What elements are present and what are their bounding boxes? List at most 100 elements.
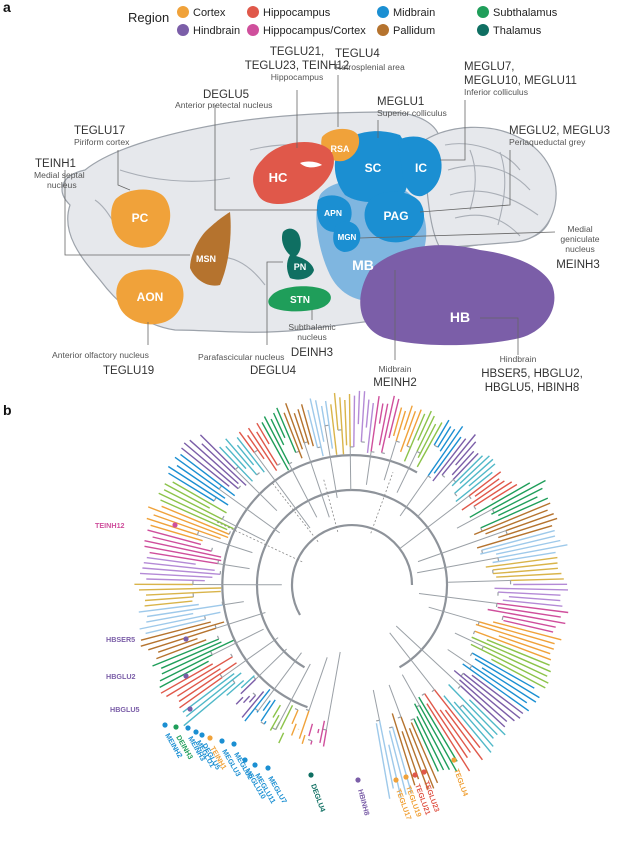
tree-branch xyxy=(503,619,554,633)
tree-branch xyxy=(204,615,206,620)
tree-branch xyxy=(248,694,257,703)
tree-branch xyxy=(454,632,484,647)
tree-branch xyxy=(138,603,199,613)
tree-branch xyxy=(297,409,310,445)
tree-branch xyxy=(454,493,458,497)
tree-branch xyxy=(395,410,407,442)
tree-branch xyxy=(441,434,476,476)
tree-branch xyxy=(139,611,221,630)
tree-branch xyxy=(145,590,221,596)
tree-branch xyxy=(240,678,257,695)
tree-branch xyxy=(278,732,285,744)
legend-label: Cortex xyxy=(193,7,226,19)
tree-branch xyxy=(396,440,400,443)
tree-branch xyxy=(295,450,300,454)
tree-branch xyxy=(148,627,217,651)
ann-ic-codes-1: MEGLU7, xyxy=(464,61,515,73)
legend-swatch xyxy=(177,6,189,18)
tree-branch xyxy=(454,458,494,494)
tree-branch xyxy=(240,675,255,689)
tree-branch xyxy=(221,601,224,605)
tree-branch xyxy=(378,403,389,446)
tree-branch xyxy=(497,606,561,618)
ann-stn-desc-1: Subthalamic xyxy=(288,322,336,332)
tree-tip-label: DEGLU4 xyxy=(309,783,327,813)
tree-branch xyxy=(294,708,299,711)
tree-branch xyxy=(469,482,531,518)
tree-branch xyxy=(178,662,237,703)
region-pn xyxy=(281,228,314,280)
tree-branch xyxy=(491,508,495,513)
tree-branch xyxy=(272,412,286,439)
tree-branch xyxy=(460,685,506,728)
tree-branch xyxy=(462,672,521,719)
tree-branch xyxy=(147,529,202,546)
tree-branch xyxy=(485,556,558,568)
ann-aon-desc: Anterior olfactory nucleus xyxy=(52,350,149,360)
tree-branch xyxy=(497,544,568,559)
tree-branch xyxy=(473,505,477,510)
tree-branch xyxy=(444,709,483,761)
tree-branch xyxy=(232,679,236,684)
tree-guide xyxy=(370,472,394,534)
tree-branch xyxy=(495,539,561,555)
region-hc xyxy=(253,141,334,205)
tree-branch xyxy=(457,685,462,689)
tree-branch xyxy=(481,529,555,551)
cerebellum-fold xyxy=(444,143,521,171)
leader-pc xyxy=(117,150,131,191)
tree-branch xyxy=(461,480,505,511)
tree-branch xyxy=(182,673,235,713)
tree-branch xyxy=(228,531,231,535)
tree-branch xyxy=(378,403,384,424)
legend-swatch xyxy=(477,24,489,36)
tree-branch xyxy=(492,567,558,575)
tree-branch xyxy=(469,652,473,657)
ann-pag-code: MEGLU2, MEGLU3 xyxy=(509,125,610,137)
tree-branch xyxy=(241,691,265,718)
tree-branch xyxy=(478,621,555,645)
tree-branch xyxy=(158,492,234,530)
tree-tip-marker xyxy=(183,636,189,642)
tree-branch xyxy=(401,731,420,780)
tree-branch xyxy=(215,612,266,629)
legend-swatch xyxy=(477,6,489,18)
tree-branch xyxy=(399,410,417,453)
tree-branch xyxy=(160,499,228,531)
ann-msn-desc-1: Medial septal xyxy=(34,170,85,180)
cortex-fold xyxy=(119,169,231,182)
tree-branch xyxy=(399,495,470,549)
region-label-ic: IC xyxy=(415,161,427,175)
tree-branch xyxy=(365,399,370,428)
tree-branch xyxy=(163,489,223,520)
tree-branch xyxy=(416,450,421,454)
tree-branch xyxy=(471,652,535,689)
ann-sc-desc: Superior colliculus xyxy=(377,108,447,118)
tree-branch xyxy=(324,425,338,498)
tree-tip-marker xyxy=(162,722,168,728)
tree-branch xyxy=(330,404,338,455)
tree-branch xyxy=(462,704,494,739)
tree-branch xyxy=(143,562,215,571)
tree-branch xyxy=(317,728,320,734)
tree-branch xyxy=(325,651,341,730)
tree-branch xyxy=(144,545,222,562)
tree-branch xyxy=(443,695,492,753)
leader-msn xyxy=(64,170,190,256)
tree-branch xyxy=(410,718,415,721)
tree-branch xyxy=(502,615,556,628)
region-ic xyxy=(398,136,442,197)
tree-guide xyxy=(271,482,319,542)
tree-tip-marker xyxy=(199,732,205,738)
ann-ic-desc: Inferior colliculus xyxy=(464,87,528,97)
legend-swatch xyxy=(247,24,259,36)
tree-branch xyxy=(213,497,217,502)
tree-branch xyxy=(152,536,212,552)
region-label-apn: APN xyxy=(324,208,342,218)
tree-branch xyxy=(167,465,229,506)
ann-ic-codes-2: MEGLU10, MEGLU11 xyxy=(464,75,577,87)
ann-apn-desc: Anterior pretectal nucleus xyxy=(175,100,272,110)
tree-branch xyxy=(270,418,285,446)
region-mgn xyxy=(333,221,361,252)
